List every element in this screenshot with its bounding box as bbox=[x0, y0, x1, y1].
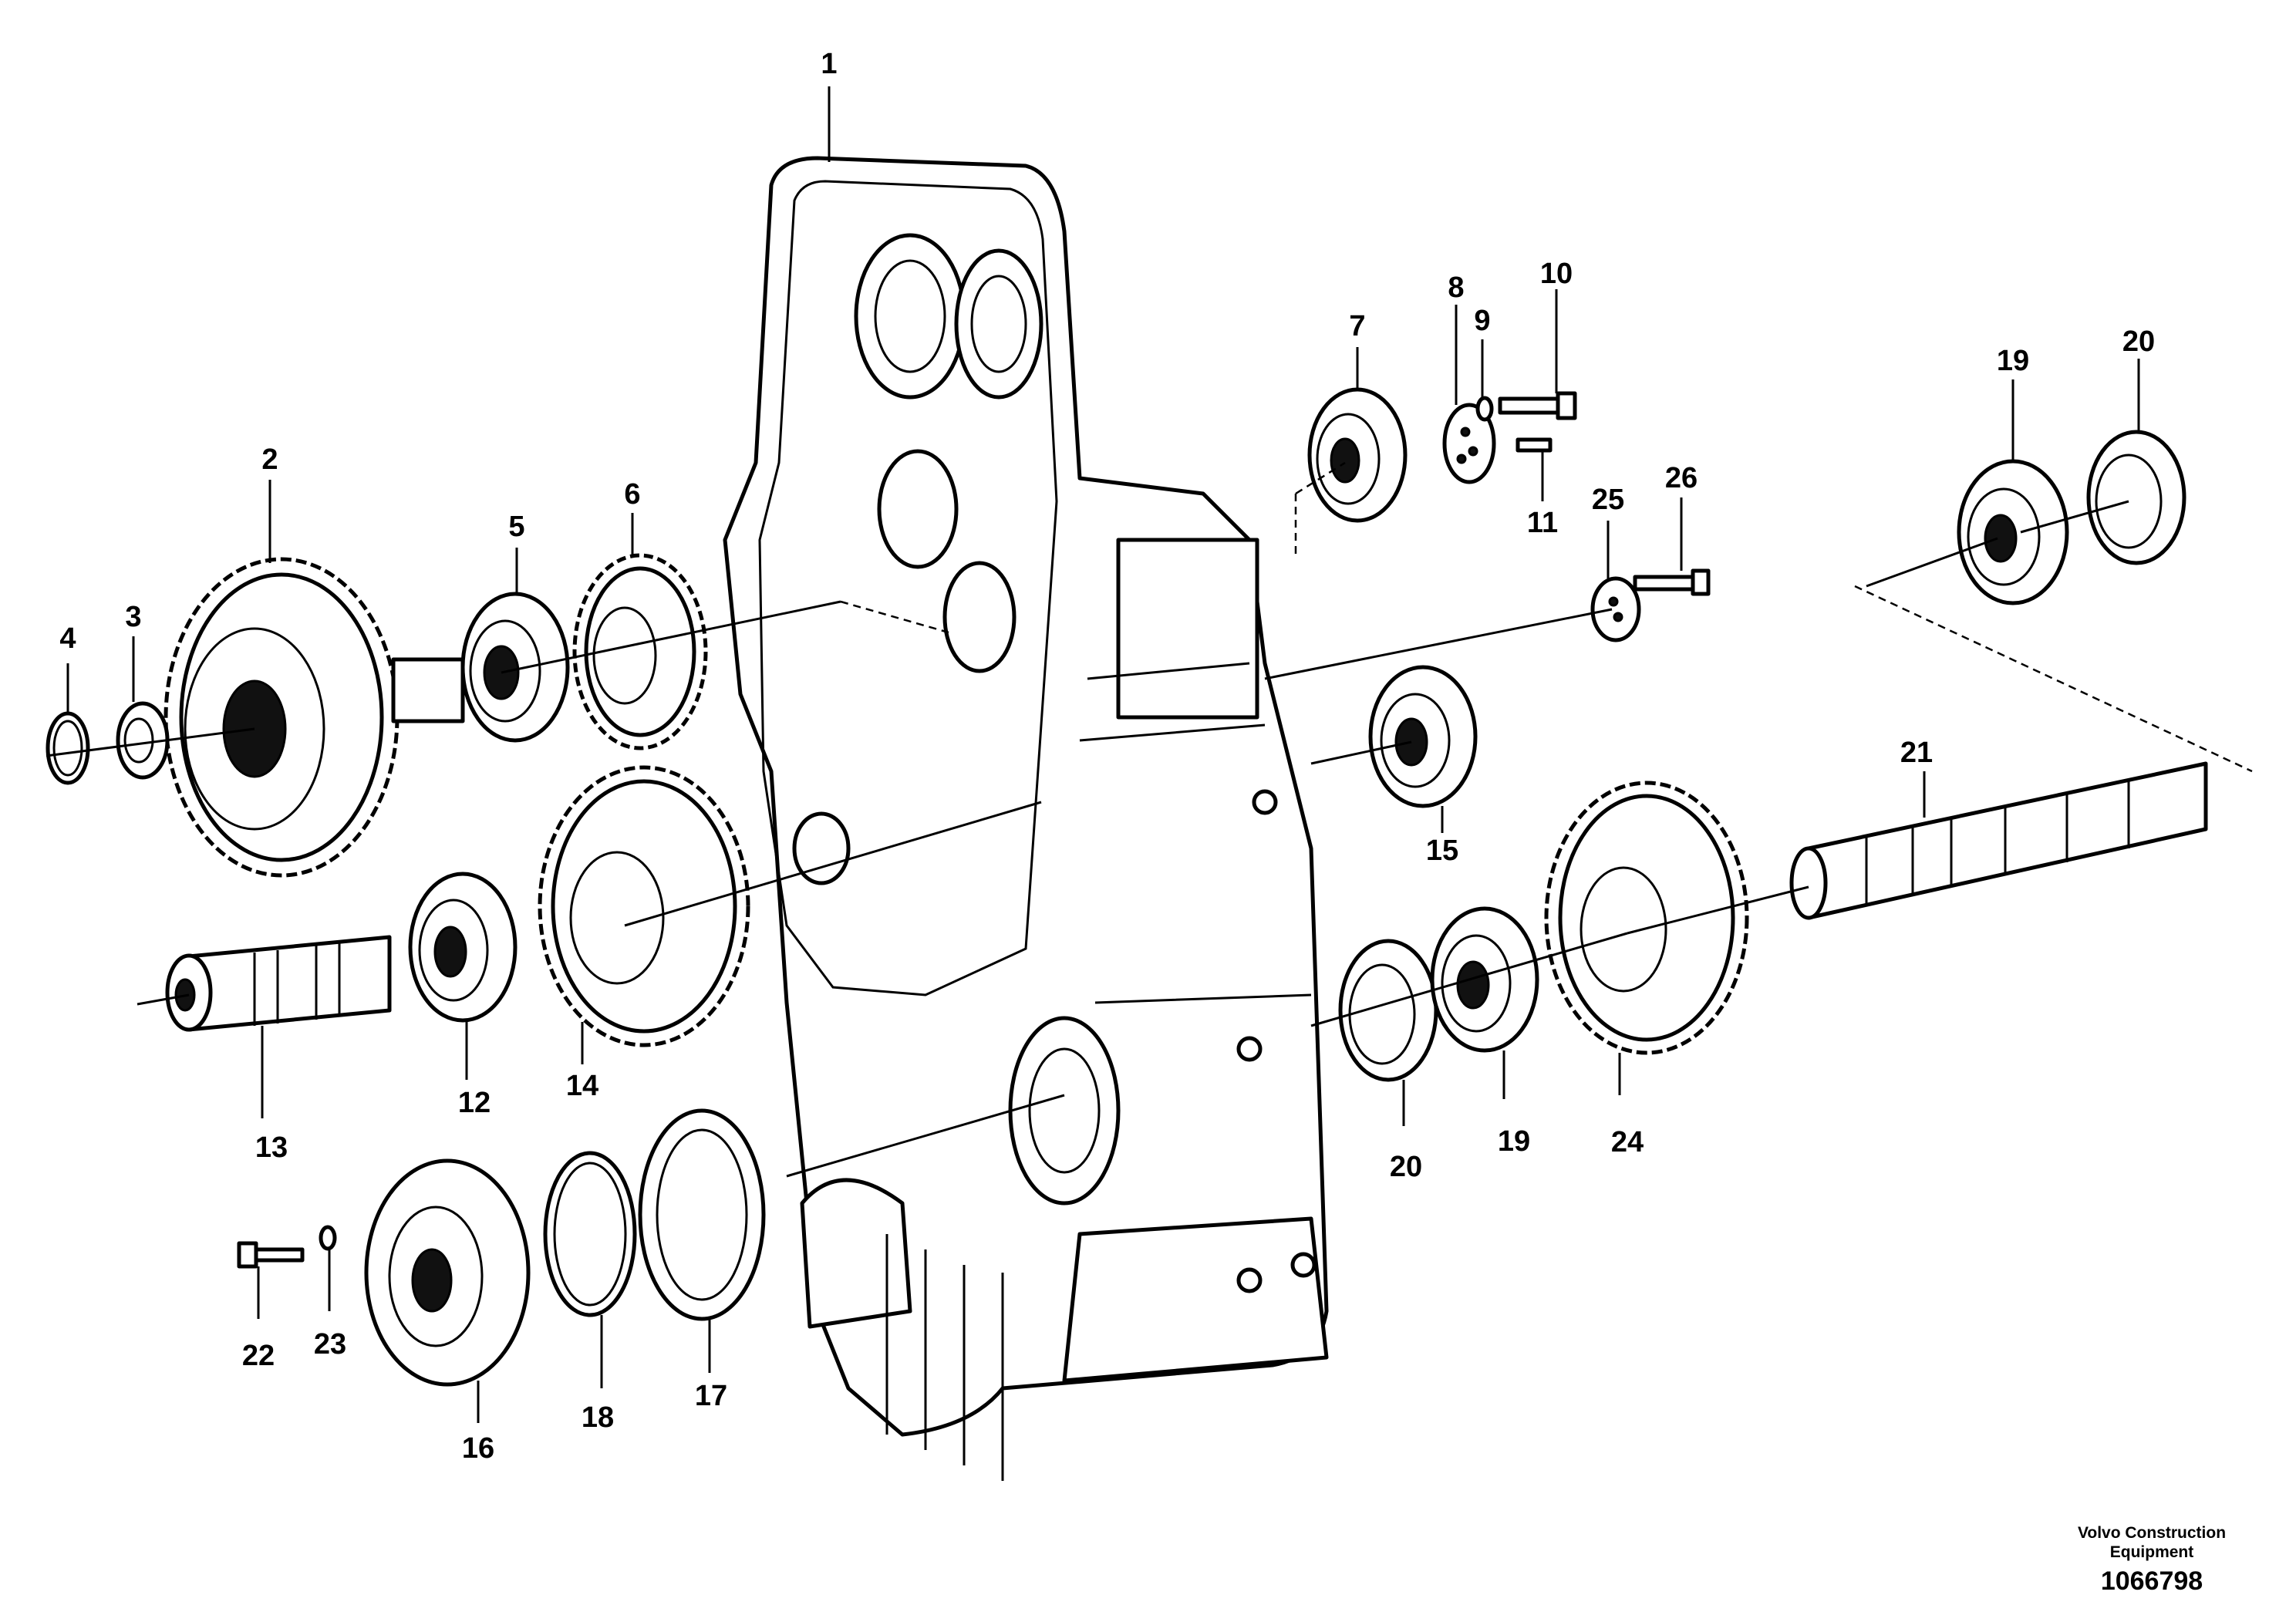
callout-24: 24 bbox=[1611, 1126, 1644, 1158]
bearing-19-upper bbox=[1957, 459, 2069, 605]
callout-4: 4 bbox=[59, 622, 76, 655]
callout-19-lower: 19 bbox=[1498, 1125, 1530, 1158]
callout-25: 25 bbox=[1592, 484, 1624, 516]
seal-20-upper bbox=[2086, 430, 2186, 565]
callout-1: 1 bbox=[821, 48, 837, 80]
callout-11: 11 bbox=[1527, 507, 1558, 539]
gear-24 bbox=[1544, 781, 1749, 1055]
callout-labels: 1 2 3 4 5 6 7 8 9 10 11 25 26 19 20 15 2… bbox=[59, 48, 2155, 1465]
callout-8: 8 bbox=[1448, 271, 1464, 304]
pin-11 bbox=[1515, 437, 1553, 453]
seal-20-lower bbox=[1338, 939, 1438, 1082]
washer-23 bbox=[319, 1225, 337, 1251]
bearing-15 bbox=[1368, 665, 1478, 808]
brand-subtitle: Equipment bbox=[2109, 1543, 2194, 1561]
bolt-10 bbox=[1498, 391, 1577, 420]
callout-15: 15 bbox=[1426, 835, 1458, 867]
shaft-stub bbox=[391, 657, 465, 723]
bearing-5 bbox=[460, 592, 570, 743]
callout-14: 14 bbox=[566, 1070, 598, 1102]
callout-20-upper: 20 bbox=[2122, 325, 2155, 358]
callout-26: 26 bbox=[1665, 462, 1698, 494]
callout-10: 10 bbox=[1540, 258, 1573, 290]
callout-12: 12 bbox=[458, 1087, 491, 1119]
callout-7: 7 bbox=[1349, 310, 1365, 342]
callout-2: 2 bbox=[261, 443, 278, 476]
leader-lines bbox=[46, 86, 2253, 1423]
callout-5: 5 bbox=[508, 511, 524, 543]
callout-22: 22 bbox=[242, 1340, 275, 1372]
brand-name: Volvo Construction bbox=[2077, 1524, 2227, 1542]
plate-25 bbox=[1590, 576, 1641, 642]
callout-13: 13 bbox=[255, 1131, 288, 1164]
callout-3: 3 bbox=[125, 601, 141, 633]
transmission-housing bbox=[723, 156, 1329, 1481]
callout-19-upper: 19 bbox=[1997, 345, 2029, 377]
bearing-7 bbox=[1307, 387, 1408, 523]
callout-16: 16 bbox=[462, 1432, 494, 1465]
shaft-13 bbox=[165, 935, 392, 1032]
document-number: 1066798 bbox=[2100, 1566, 2203, 1596]
gear-14 bbox=[538, 765, 750, 1047]
snap-ring-4 bbox=[46, 711, 90, 785]
gear-2 bbox=[164, 557, 400, 878]
bearing-12 bbox=[408, 872, 518, 1023]
callout-18: 18 bbox=[582, 1401, 614, 1434]
gear-6 bbox=[572, 553, 708, 750]
bolt-22 bbox=[237, 1241, 305, 1269]
bolt-26 bbox=[1633, 568, 1711, 596]
bearing-19-lower bbox=[1430, 906, 1539, 1053]
callout-9: 9 bbox=[1474, 305, 1490, 337]
shaft-21 bbox=[1789, 761, 2208, 920]
washer-9 bbox=[1475, 396, 1494, 422]
plate-8 bbox=[1442, 403, 1496, 484]
sleeve-3 bbox=[116, 701, 170, 780]
callout-23: 23 bbox=[314, 1328, 346, 1361]
callout-6: 6 bbox=[624, 478, 640, 511]
callout-21: 21 bbox=[1900, 737, 1933, 769]
callout-17: 17 bbox=[695, 1380, 727, 1412]
gasket-17 bbox=[638, 1108, 766, 1321]
callout-20-lower: 20 bbox=[1390, 1151, 1422, 1183]
flange-16 bbox=[364, 1158, 531, 1387]
o-ring-18 bbox=[543, 1151, 637, 1317]
